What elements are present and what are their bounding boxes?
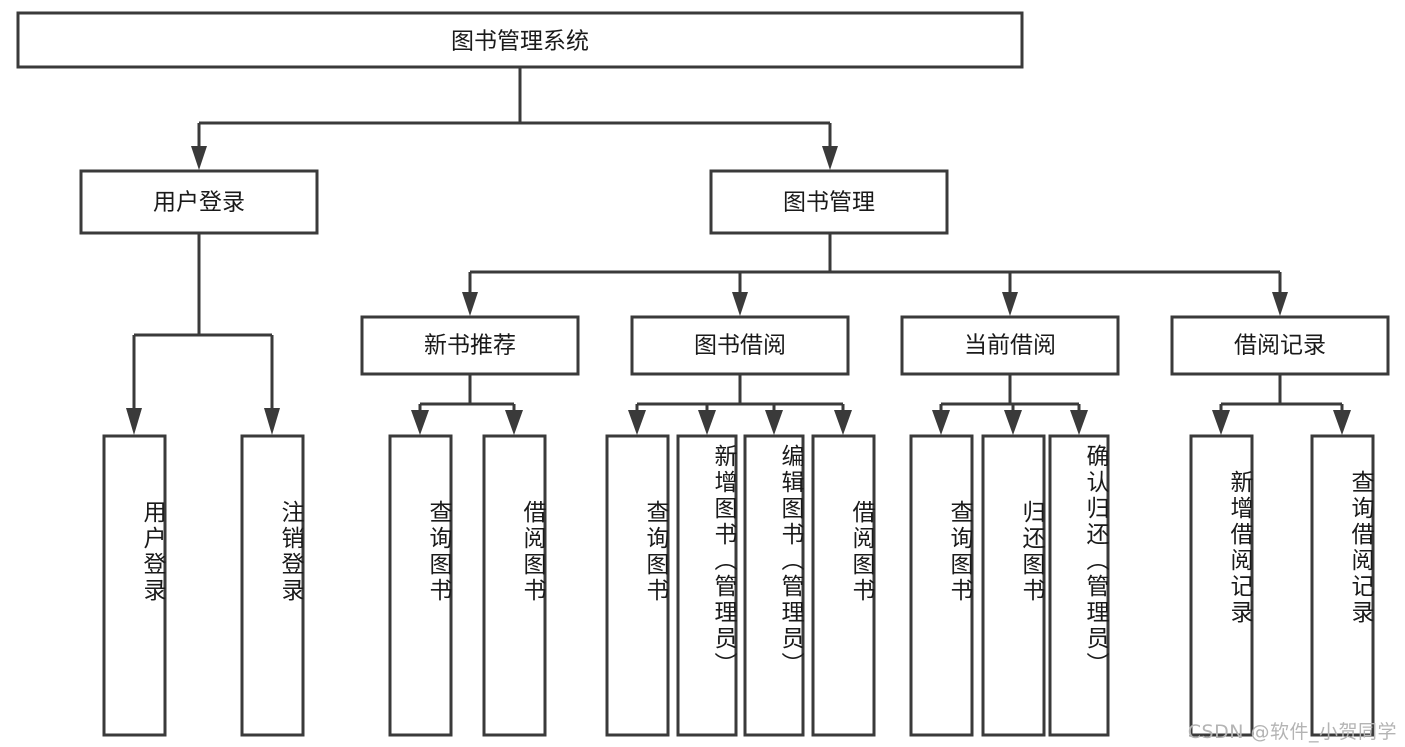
- node-leaf-borrow-book-1-box[interactable]: [482, 434, 547, 737]
- node-book-management-box[interactable]: [709, 169, 949, 235]
- node-leaf-query-book-1-box[interactable]: [388, 434, 453, 737]
- node-leaf-add-record-box[interactable]: [1189, 434, 1254, 737]
- node-leaf-query-book-2-box[interactable]: [605, 434, 670, 737]
- node-leaf-query-record-box[interactable]: [1310, 434, 1375, 737]
- node-new-book-recommend[interactable]: 新书推荐: [360, 315, 580, 376]
- arrow-head-leaf-edit-book: [765, 410, 783, 435]
- node-leaf-borrow-book-2-box[interactable]: [811, 434, 876, 737]
- arrow-head-leaf-borrow-book-1: [505, 410, 523, 435]
- node-current-borrow-box[interactable]: [900, 315, 1120, 376]
- node-borrow-record-label: 借阅记录: [1234, 333, 1326, 359]
- arrow-head-leaf-add-record: [1212, 410, 1230, 435]
- node-book-borrow-box[interactable]: [630, 315, 850, 376]
- node-book-borrow[interactable]: 图书借阅: [630, 315, 850, 376]
- node-leaf-edit-book-box[interactable]: [743, 434, 805, 737]
- arrow-head-leaf-confirm-return: [1070, 410, 1088, 435]
- node-new-book-recommend-label: 新书推荐: [424, 333, 516, 359]
- node-borrow-record-box[interactable]: [1170, 315, 1390, 376]
- watermark-text: CSDN @软件_小贺同学: [1187, 721, 1397, 743]
- node-book-management-label: 图书管理: [783, 190, 875, 216]
- node-user-login-label: 用户登录: [153, 190, 245, 216]
- node-new-book-recommend-box[interactable]: [360, 315, 580, 376]
- node-user-login-box[interactable]: [79, 169, 319, 235]
- connector-layer: [126, 67, 1351, 435]
- arrow-head-leaf-query-book-1: [411, 410, 429, 435]
- node-book-borrow-label: 图书借阅: [694, 333, 786, 359]
- arrow-head-leaf-query-book-3: [932, 410, 950, 435]
- node-root-box[interactable]: [16, 11, 1024, 69]
- arrow-head-leaf-borrow-book-2: [834, 410, 852, 435]
- node-leaf-user-login-box[interactable]: [102, 434, 167, 737]
- arrow-head-leaf-query-book-2: [628, 410, 646, 435]
- node-root-label: 图书管理系统: [451, 29, 589, 55]
- arrow-head-leaf-user-login: [126, 408, 142, 435]
- arrow-head-new-book-recommend: [462, 292, 478, 316]
- arrow-head-leaf-return-book: [1004, 410, 1022, 435]
- arrow-head-user-login: [191, 146, 207, 170]
- arrow-head-leaf-query-record: [1333, 410, 1351, 435]
- node-current-borrow-label: 当前借阅: [964, 333, 1056, 359]
- node-leaf-return-book-box[interactable]: [981, 434, 1046, 737]
- node-leaf-confirm-return-box[interactable]: [1048, 434, 1110, 737]
- node-leaf-user-logout-box[interactable]: [240, 434, 305, 737]
- node-leaf-query-book-3-box[interactable]: [909, 434, 974, 737]
- arrow-head-book-borrow: [732, 292, 748, 316]
- node-user-login[interactable]: 用户登录: [79, 169, 319, 235]
- node-current-borrow[interactable]: 当前借阅: [900, 315, 1120, 376]
- node-borrow-record[interactable]: 借阅记录: [1170, 315, 1390, 376]
- arrow-head-leaf-user-logout: [264, 408, 280, 435]
- node-leaf-add-book-box[interactable]: [676, 434, 738, 737]
- node-book-management[interactable]: 图书管理: [709, 169, 949, 235]
- arrow-head-leaf-add-book: [698, 410, 716, 435]
- arrow-head-borrow-record: [1272, 292, 1288, 316]
- arrow-head-book-management: [822, 146, 838, 170]
- node-layer: 图书管理系统 用户登录 图书管理 新书推荐 图书借阅: [16, 11, 1390, 737]
- arrow-head-current-borrow: [1002, 292, 1018, 316]
- node-root[interactable]: 图书管理系统: [16, 11, 1024, 69]
